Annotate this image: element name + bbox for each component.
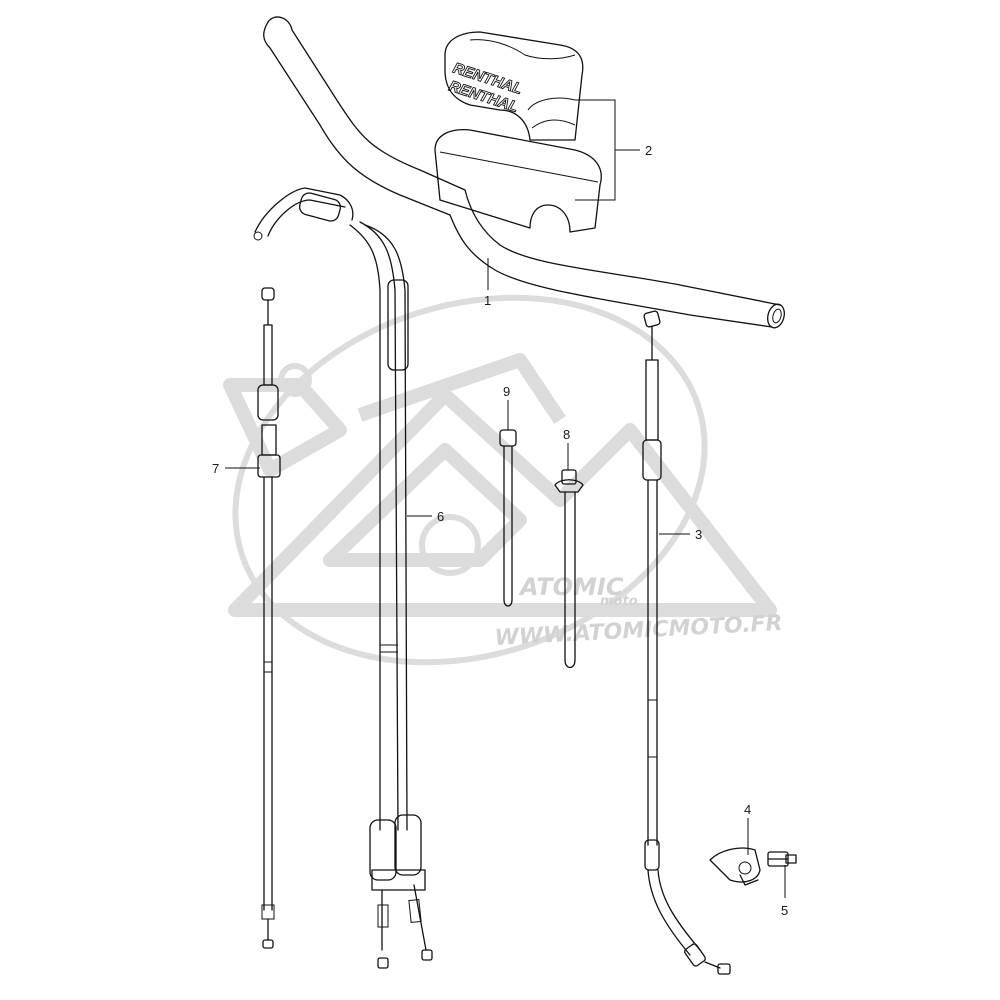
callout-4: 4 <box>744 802 751 817</box>
callout-labels: 1 2 3 4 5 6 7 8 9 <box>212 143 788 918</box>
watermark-brand: ATOMIC <box>518 573 624 601</box>
throttle-cable <box>253 187 433 969</box>
callout-3: 3 <box>695 527 702 542</box>
callout-9: 9 <box>503 384 510 399</box>
callout-6: 6 <box>437 509 444 524</box>
clutch-cable <box>642 310 731 975</box>
watermark-brand-sub: moto <box>600 594 638 609</box>
callout-1: 1 <box>484 293 491 308</box>
handlebar-pad: RENTHAL RENTHAL <box>434 31 602 233</box>
clamp-tie <box>554 469 584 669</box>
clamp <box>709 847 761 886</box>
callout-5: 5 <box>781 903 788 918</box>
callout-8: 8 <box>563 427 570 442</box>
callout-7: 7 <box>212 461 219 476</box>
watermark-logo: ATOMIC moto WWW.ATOMICMOTO.FR <box>223 294 783 666</box>
bolt <box>767 851 797 867</box>
leader-lines <box>225 99 786 898</box>
hot-start-cable <box>257 287 281 949</box>
callout-2: 2 <box>645 143 652 158</box>
handlebar <box>263 16 785 329</box>
